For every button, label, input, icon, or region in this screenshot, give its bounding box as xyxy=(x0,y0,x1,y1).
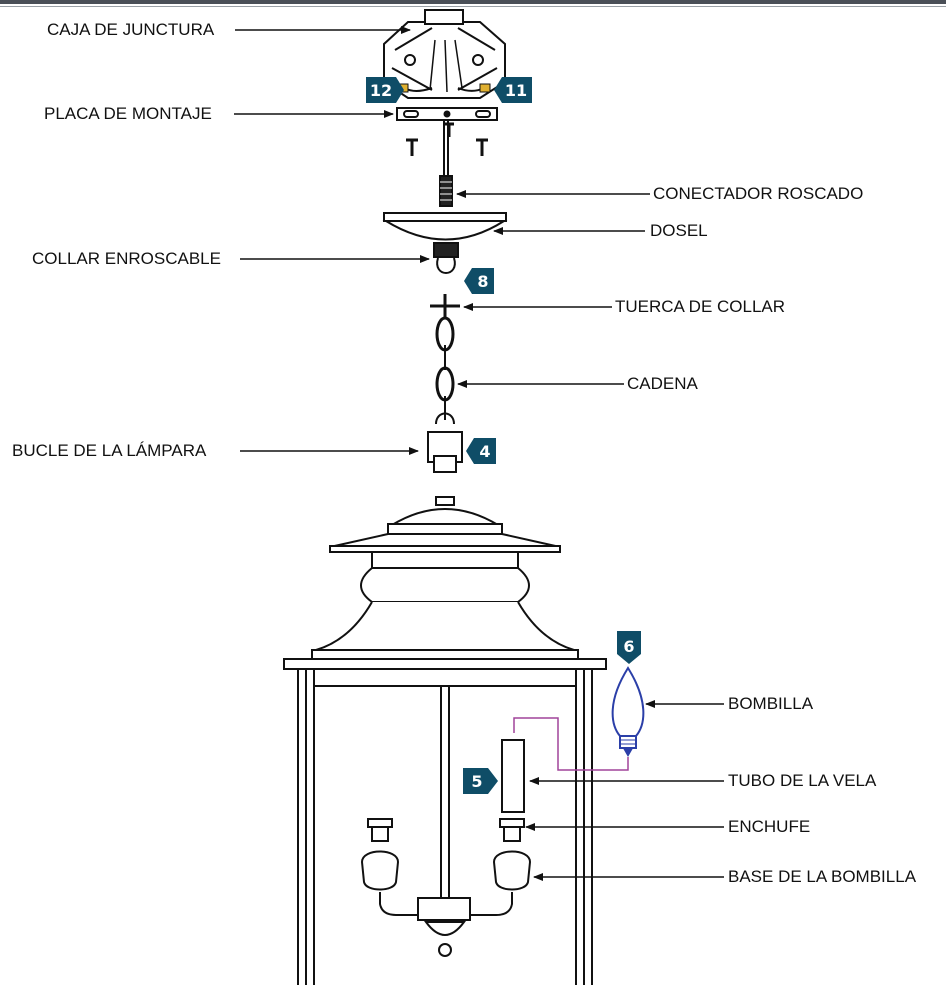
step-badge-8: 8 xyxy=(464,268,494,294)
label-screw-collar: COLLAR ENROSCABLE xyxy=(32,249,221,268)
step-5-label: 5 xyxy=(471,772,482,791)
fixture-loop xyxy=(427,412,463,473)
top-rule xyxy=(0,6,946,7)
step-badge-4: 4 xyxy=(466,438,496,464)
label-fixture-loop: BUCLE DE LA LÁMPARA xyxy=(12,441,207,460)
mounting-plate xyxy=(396,107,498,156)
step-badge-5: 5 xyxy=(463,768,498,794)
label-collar-nut: TUERCA DE COLLAR xyxy=(615,297,786,316)
step-11-label: 11 xyxy=(505,81,527,100)
chain xyxy=(435,316,455,420)
step-8-label: 8 xyxy=(477,272,488,291)
step-badge-12: 12 xyxy=(366,77,404,103)
label-chain: CADENA xyxy=(627,374,698,393)
step-badge-11: 11 xyxy=(494,77,532,103)
label-socket: ENCHUFE xyxy=(728,817,811,836)
label-canopy: DOSEL xyxy=(650,221,708,240)
candle-cluster xyxy=(360,818,532,957)
top-border xyxy=(0,0,946,4)
threaded-connector xyxy=(439,120,453,207)
step-12-label: 12 xyxy=(370,81,392,100)
screw-collar xyxy=(433,242,459,274)
label-bulb-base: BASE DE LA BOMBILLA xyxy=(728,867,917,886)
candle-tube xyxy=(501,739,525,813)
label-threaded-connector: CONECTADOR ROSCADO xyxy=(653,184,864,203)
leader-lines xyxy=(234,26,724,881)
step-badge-6: 6 xyxy=(617,631,641,664)
step-4-label: 4 xyxy=(479,442,490,461)
collar-nut xyxy=(430,294,460,318)
canopy xyxy=(382,212,508,241)
lantern-top xyxy=(283,496,607,670)
junction-box xyxy=(383,9,506,99)
label-mounting-plate: PLACA DE MONTAJE xyxy=(44,104,212,123)
label-junction-box: CAJA DE JUNCTURA xyxy=(47,20,215,39)
bulb xyxy=(611,666,645,758)
label-candle-tube: TUBO DE LA VELA xyxy=(728,771,877,790)
install-guide-line xyxy=(513,717,629,771)
step-6-label: 6 xyxy=(623,637,634,656)
label-bulb: BOMBILLA xyxy=(728,694,814,713)
